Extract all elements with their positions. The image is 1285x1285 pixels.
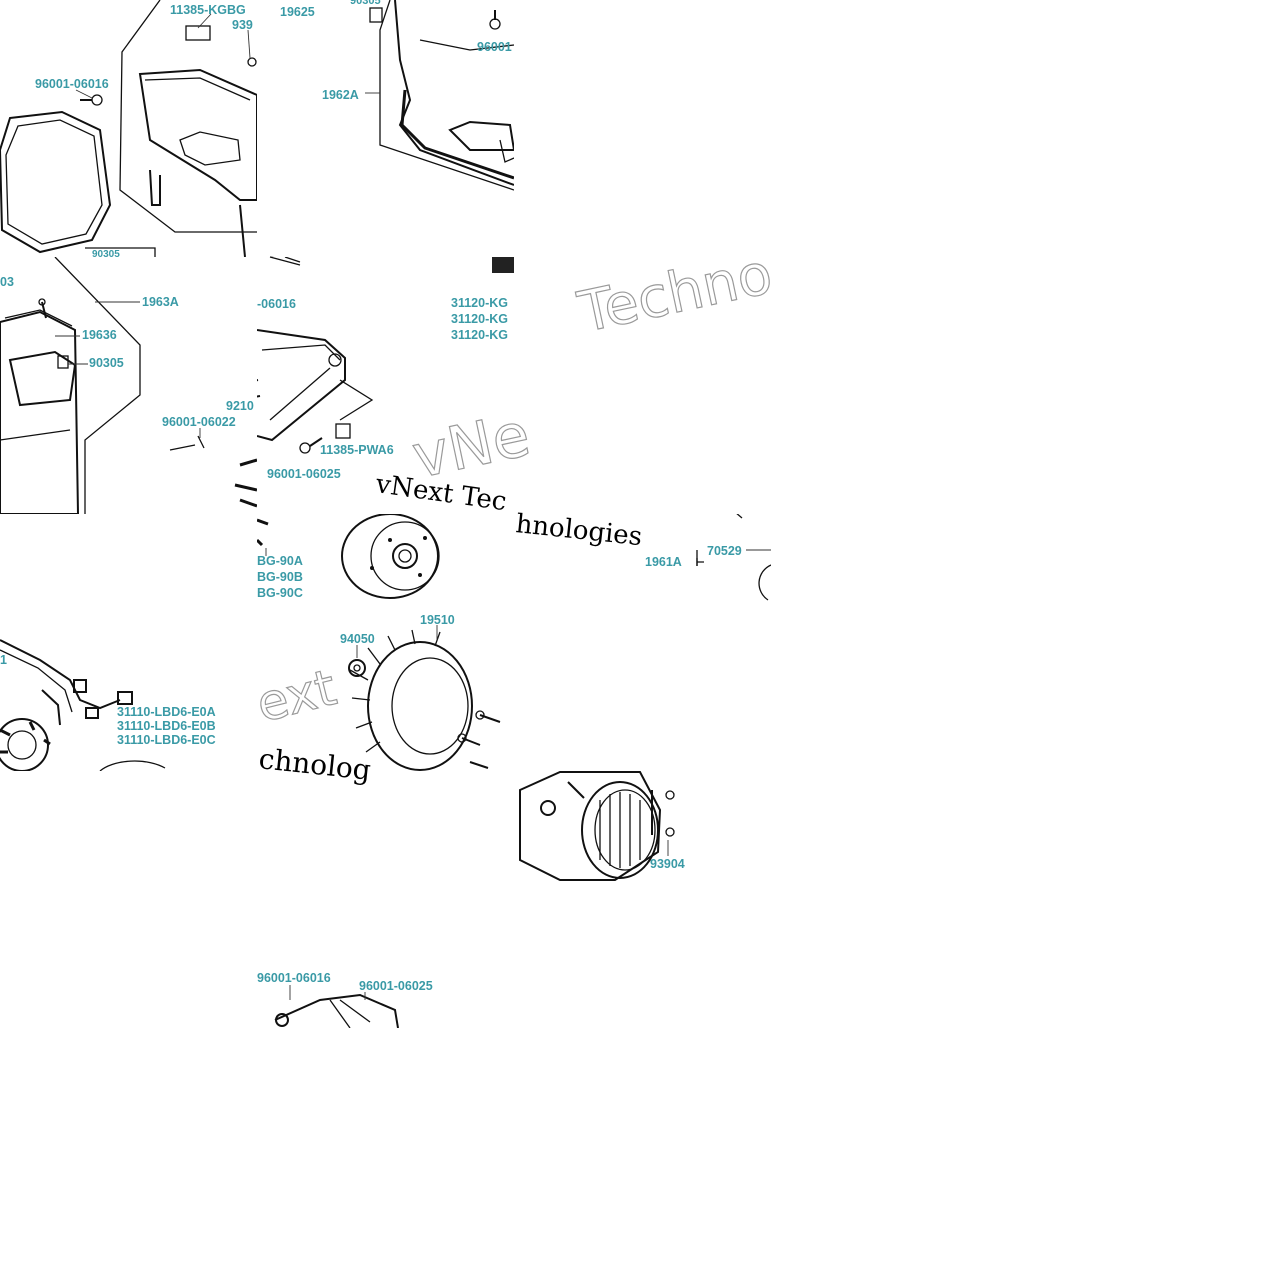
- clip-part: [185, 25, 211, 41]
- cover-outline: [394, 0, 514, 186]
- label-90305-mid: 90305: [92, 249, 120, 260]
- label-bg-90c: BG-90C: [257, 586, 303, 600]
- rotor-part: [341, 514, 439, 599]
- label-31120-a: 31120-KG: [451, 296, 508, 310]
- tile-lower-shroud: 03 1963A 19636 90305 96001-06022 9210: [0, 257, 257, 514]
- tile-stator: 1 31110-LBD6-E0A 31110-LBD6-E0B 31110-LB…: [0, 639, 216, 771]
- label-31120-b: 31120-KG: [451, 312, 508, 326]
- label-31110-b: 31110-LBD6-E0B: [117, 719, 216, 733]
- bracket-part: [257, 329, 346, 442]
- label-9210: 9210: [226, 399, 254, 413]
- label-31110-a: 31110-LBD6-E0A: [117, 705, 216, 719]
- tile-flywheel: BG-90A BG-90B BG-90C 94050 19510 ext chn…: [250, 514, 501, 787]
- fan-cover-part: [519, 771, 662, 881]
- stator-coil: [0, 718, 49, 771]
- watermark-ext: ext: [251, 658, 342, 733]
- label-1962a: 1962A: [322, 88, 359, 102]
- label-bg-90b: BG-90B: [257, 570, 303, 584]
- label-96001-06025-b: 96001-06025: [359, 979, 433, 993]
- label-96001-06025-a: 96001-06025: [267, 467, 341, 481]
- label-19510: 19510: [420, 613, 455, 627]
- label-06016-b: -06016: [257, 297, 296, 311]
- tile-kick-starter: 70529 1961A: [645, 514, 771, 601]
- gasket-outline: [0, 110, 112, 254]
- watermark-hnologies: hnologies: [514, 509, 643, 552]
- label-1963a: 1963A: [142, 295, 179, 309]
- label-11385-pwa6: 11385-PWA6: [320, 443, 394, 457]
- label-31120-c: 31120-KG: [451, 328, 508, 342]
- stator-wire: [0, 639, 121, 710]
- label-90305-top: 90305: [350, 0, 381, 7]
- label-96001-06016-c: 96001-06016: [257, 971, 331, 985]
- label-94050: 94050: [340, 632, 375, 646]
- tile-shroud-right: 19625 90305 96001 1962A: [270, 0, 514, 257]
- tile-watermark-top-right: Techno: [572, 241, 779, 347]
- label-19625: 19625: [280, 5, 315, 19]
- watermark-vne: vNe: [407, 400, 536, 493]
- label-70529: 70529: [707, 544, 742, 558]
- label-96001-06022: 96001-06022: [162, 415, 236, 429]
- label-11385-kgbg: 11385-KGBG: [170, 3, 246, 17]
- label-939: 939: [232, 18, 253, 32]
- shroud-lower: [0, 310, 80, 514]
- label-96001-top: 96001: [477, 40, 512, 54]
- shroud-part: [138, 68, 257, 201]
- label-19636: 19636: [82, 328, 117, 342]
- watermark-chnolog: chnolog: [257, 742, 372, 787]
- label-96001-06016-a: 96001-06016: [35, 77, 109, 91]
- label-90305-b: 90305: [89, 356, 124, 370]
- tile-fan-cover: 93904: [519, 771, 685, 881]
- label-1961a: 1961A: [645, 555, 682, 569]
- fan-part: [367, 641, 473, 771]
- tile-bottom-bracket: 96001-06016 96001-06025: [257, 971, 433, 1028]
- label-bg-90a: BG-90A: [257, 554, 303, 568]
- bottom-bracket-part: [274, 993, 399, 1028]
- label-31110-c: 31110-LBD6-E0C: [117, 733, 216, 747]
- label-93904: 93904: [650, 857, 685, 871]
- watermark-techno: Techno: [572, 242, 777, 346]
- tile-bracket-stator: -06016 31120-KG 31120-KG 31120-KG 11385-…: [257, 257, 536, 517]
- tile-air-shroud-left: 11385-KGBG 939 96001-06016 90305: [0, 0, 257, 260]
- label-03: 03: [0, 275, 14, 289]
- label-stator-edge: 1: [0, 653, 7, 667]
